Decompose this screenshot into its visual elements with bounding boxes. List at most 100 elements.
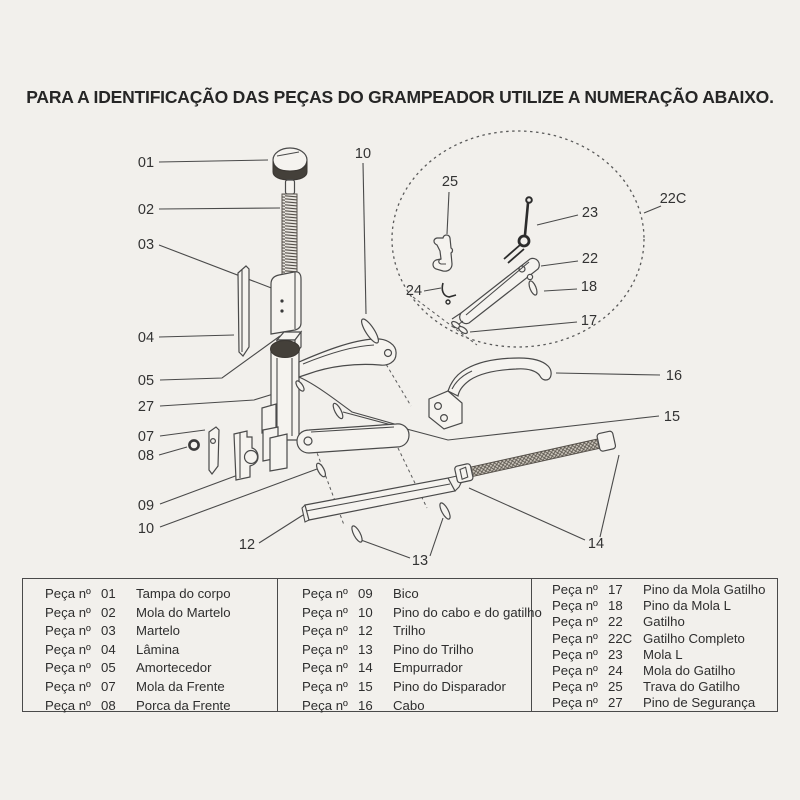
- part-name: Mola da Frente: [136, 678, 225, 694]
- callout-02: 02: [138, 202, 154, 218]
- callout-15: 15: [664, 409, 680, 425]
- part-name: Martelo: [136, 623, 180, 639]
- callout-14: 14: [588, 536, 604, 552]
- callout-23: 23: [582, 205, 598, 221]
- part-name: Cabo: [393, 697, 425, 713]
- callout-07: 07: [138, 429, 154, 445]
- part-number: 18: [608, 598, 623, 614]
- part-number: 13: [358, 641, 373, 657]
- table-row: Peça nº 09 Bico: [302, 585, 531, 604]
- table-row: Peça nº 08 Porca da Frente: [45, 697, 277, 716]
- part-number: 27: [608, 695, 623, 711]
- part-name: Empurrador: [393, 660, 463, 676]
- part-trigger-lock: [432, 234, 454, 272]
- part-name: Lâmina: [136, 641, 180, 657]
- part-prefix: Peça nº: [302, 678, 348, 694]
- part-name: Gatilho: [643, 614, 685, 630]
- part-number: 22C: [608, 630, 633, 646]
- l-spring-pin: [528, 280, 538, 296]
- part-release-lever: [296, 423, 410, 454]
- part-trigger: [451, 257, 540, 335]
- callout-10-bottom: 10: [138, 521, 154, 537]
- callout-25: 25: [442, 174, 458, 190]
- callout-04: 04: [138, 330, 154, 346]
- part-prefix: Peça nº: [552, 646, 598, 662]
- leader-lines: [158, 159, 662, 559]
- page-title: PARA A IDENTIFICAÇÃO DAS PEÇAS DO GRAMPE…: [26, 87, 774, 107]
- part-prefix: Peça nº: [552, 614, 598, 630]
- part-name: Tampa do corpo: [136, 586, 231, 601]
- part-name: Pino do Trilho: [393, 641, 474, 657]
- part-name: Pino da Mola Gatilho: [643, 582, 766, 597]
- part-rail: [301, 475, 463, 523]
- part-pins: [295, 280, 538, 543]
- part-prefix: Peça nº: [302, 586, 348, 601]
- callout-08: 08: [138, 448, 154, 464]
- part-prefix: Peça nº: [45, 678, 91, 694]
- part-blade: [237, 265, 250, 357]
- callout-24: 24: [406, 283, 422, 299]
- part-trigger-spring: [441, 282, 457, 305]
- part-number: 08: [101, 697, 116, 713]
- part-front-nut: [188, 439, 200, 451]
- part-prefix: Peça nº: [302, 623, 348, 639]
- exploded-view-diagram: 01 02 03 04 05 27 07 08 09 10 10 12 13 1…: [138, 130, 686, 569]
- callout-16: 16: [666, 368, 682, 384]
- callout-09: 09: [138, 498, 154, 514]
- rail-pin-left: [351, 525, 363, 543]
- part-number: 05: [101, 660, 116, 676]
- part-name: Trava do Gatilho: [643, 679, 740, 695]
- release-pin: [332, 402, 344, 420]
- part-prefix: Peça nº: [552, 679, 598, 695]
- part-name: Pino do Disparador: [393, 678, 506, 694]
- part-prefix: Peça nº: [45, 697, 91, 713]
- part-prefix: Peça nº: [552, 663, 598, 679]
- callout-22: 22: [582, 251, 598, 267]
- part-prefix: Peça nº: [552, 582, 598, 597]
- part-prefix: Peça nº: [302, 641, 348, 657]
- part-number: 02: [101, 604, 116, 620]
- handle-trigger-pin-bottom: [315, 462, 327, 478]
- callout-03: 03: [138, 237, 154, 253]
- callout-01: 01: [138, 155, 154, 171]
- part-number: 04: [101, 641, 116, 657]
- handle-trigger-pin-top: [361, 318, 379, 344]
- part-number: 09: [358, 586, 373, 601]
- callout-12: 12: [239, 537, 255, 553]
- part-cap: [272, 147, 308, 195]
- part-front-spring: [208, 426, 220, 475]
- callout-27: 27: [138, 399, 154, 415]
- table-row: Peça nº 15 Pino do Disparador: [302, 678, 531, 697]
- part-name: Mola L: [643, 646, 683, 662]
- table-row: Peça nº 23 Mola L: [552, 647, 777, 663]
- part-name: Mola do Gatilho: [643, 663, 736, 679]
- callout-13: 13: [412, 553, 428, 569]
- part-name: Gatilho Completo: [643, 630, 745, 646]
- part-hammer: [270, 271, 302, 335]
- part-number: 23: [608, 646, 623, 662]
- part-prefix: Peça nº: [302, 697, 348, 713]
- part-number: 17: [608, 582, 623, 597]
- part-name: Bico: [393, 586, 419, 601]
- part-prefix: Peça nº: [302, 604, 348, 620]
- part-number: 15: [358, 678, 373, 694]
- part-name: Porca da Frente: [136, 697, 231, 713]
- callout-05: 05: [138, 373, 154, 389]
- part-number: 14: [358, 660, 373, 676]
- part-prefix: Peça nº: [45, 604, 91, 620]
- callout-labels: 01 02 03 04 05 27 07 08 09 10 10 12 13 1…: [138, 146, 686, 569]
- part-hammer-spring: [281, 193, 298, 284]
